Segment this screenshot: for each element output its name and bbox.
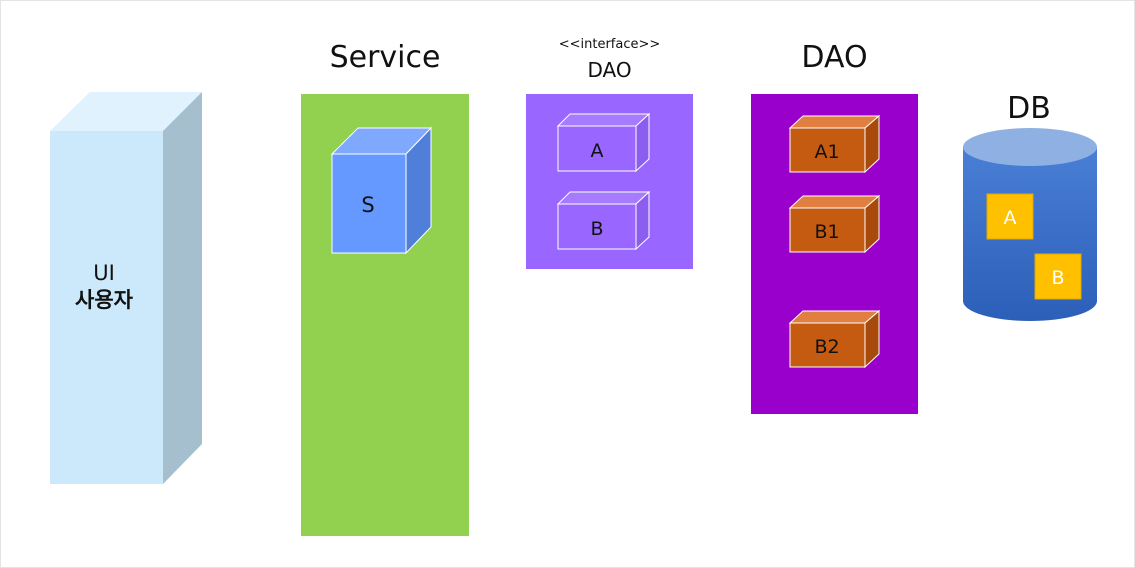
ui-label-line1: UI [93, 261, 115, 285]
dao-box-b1-label: B1 [814, 221, 839, 243]
db-title: DB [1007, 91, 1051, 126]
ui-label-line2: 사용자 [75, 288, 134, 312]
dao-title: DAO [801, 40, 868, 75]
dao-box-a1: A1 [788, 114, 881, 174]
interface-box-b-front [557, 203, 637, 250]
ui-block: UI 사용자 [50, 92, 202, 484]
interface-stereotype: <<interface>> [558, 37, 661, 52]
db-item-b: B [1034, 253, 1082, 300]
dao-box-b2-label: B2 [814, 336, 839, 358]
db-item-b-label: B [1051, 267, 1064, 289]
dao-box-b1: B1 [788, 194, 881, 254]
ui-block-top [50, 92, 202, 131]
interface-box-b-label: B [590, 218, 603, 240]
interface-box-a-label: A [591, 140, 604, 162]
dao-box-b2: B2 [788, 309, 881, 369]
db-item-b-box [1034, 253, 1082, 300]
interface-box-a: A [556, 112, 651, 173]
ui-block-side [163, 92, 202, 484]
service-box-front [331, 153, 407, 254]
dao-box-b1-front [789, 207, 866, 253]
interface-dao-title: DAO [587, 58, 632, 82]
db-item-a: A [986, 193, 1034, 240]
service-box: S [330, 127, 433, 255]
dao-box-b1-top [788, 195, 881, 209]
interface-box-b: B [556, 190, 651, 251]
ui-block-front [50, 131, 163, 484]
db-top [963, 128, 1097, 166]
dao-box-a1-label: A1 [814, 141, 839, 163]
dao-box-b2-top [788, 310, 881, 324]
interface-box-a-top [556, 113, 651, 127]
interface-box-a-front [557, 125, 637, 172]
interface-box-b-top [556, 191, 651, 205]
dao-box-a1-front [789, 127, 866, 173]
db-item-a-label: A [1004, 207, 1017, 229]
dao-box-b2-front [789, 322, 866, 368]
service-title: Service [329, 40, 441, 75]
service-box-label: S [361, 193, 374, 217]
db-item-a-box [986, 193, 1034, 240]
dao-box-a1-top [788, 115, 881, 129]
